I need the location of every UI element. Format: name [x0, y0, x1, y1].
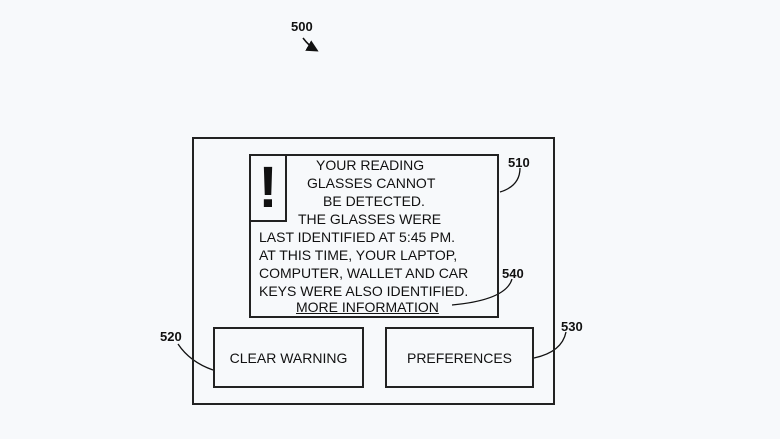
preferences-button[interactable]: PREFERENCES	[385, 327, 534, 388]
warning-line-3: BE DETECTED.	[323, 193, 425, 209]
exclamation-icon: !	[249, 154, 287, 222]
warning-line-1: YOUR READING	[316, 157, 425, 173]
warning-panel: ! YOUR READING GLASSES CANNOT BE DETECTE…	[249, 154, 499, 318]
ref-label-540: 540	[502, 266, 524, 281]
warning-line-2: GLASSES CANNOT	[307, 175, 436, 191]
ref-label-520: 520	[160, 329, 182, 344]
clear-warning-label: CLEAR WARNING	[229, 349, 348, 366]
ref-label-510: 510	[508, 155, 530, 170]
ref-label-530: 530	[561, 319, 583, 334]
warning-line-5: LAST IDENTIFIED AT 5:45 PM.	[259, 229, 456, 245]
warning-line-7: COMPUTER, WALLET AND CAR	[259, 265, 469, 281]
preferences-label: PREFERENCES	[406, 349, 513, 366]
warning-line-4: THE GLASSES WERE	[298, 211, 442, 227]
clear-warning-button[interactable]: CLEAR WARNING	[213, 327, 364, 388]
warning-line-6: AT THIS TIME, YOUR LAPTOP,	[259, 247, 458, 263]
ref-label-500: 500	[291, 19, 313, 34]
warning-line-8: KEYS WERE ALSO IDENTIFIED.	[259, 283, 469, 299]
device-screen-frame	[192, 137, 555, 405]
ref-500-arrow	[302, 37, 319, 52]
more-information-link[interactable]: MORE INFORMATION	[296, 299, 439, 315]
